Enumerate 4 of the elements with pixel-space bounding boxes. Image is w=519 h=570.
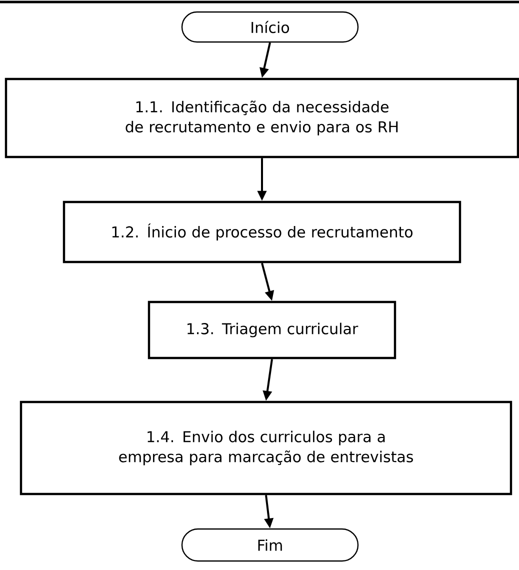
process-box: 1.1. Identificação da necessidade de recrutamento e envio para os RH [4, 78, 519, 158]
process-box: 1.4. Envio dos curriculos para a empresa para marcação de entrevistas [20, 400, 512, 496]
process-box: 1.3. Triagem curricular [148, 300, 396, 360]
process-box: 1.2. Ínicio de processo de recrutamento [62, 200, 462, 264]
